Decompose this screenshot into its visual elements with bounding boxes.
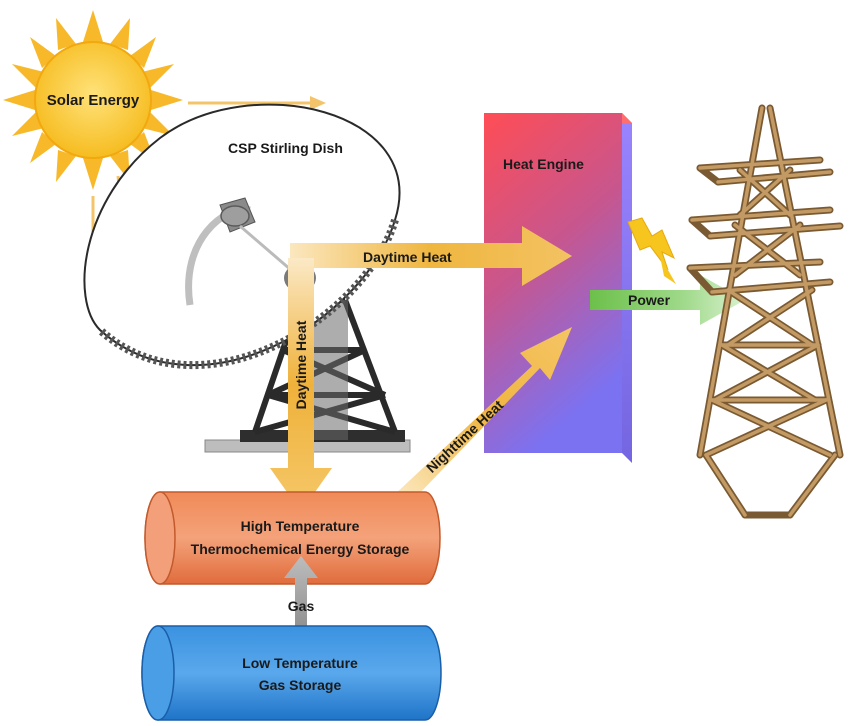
heat-engine-label: Heat Engine [503, 156, 584, 172]
low-temperature-storage-tank [141, 625, 442, 721]
daytime-heat-vertical-arrow [270, 258, 332, 512]
lightning-icon [627, 217, 676, 284]
gas-label: Gas [288, 598, 315, 614]
csp-stirling-dish-label: CSP Stirling Dish [228, 140, 343, 156]
daytime-heat-vertical-label: Daytime Heat [293, 320, 309, 409]
transmission-tower-icon [686, 104, 844, 519]
low-temp-label-line1: Low Temperature [242, 655, 358, 671]
high-temperature-storage-tank [144, 491, 441, 585]
high-temp-label-line2: Thermochemical Energy Storage [191, 541, 410, 557]
low-temp-label-line2: Gas Storage [259, 677, 342, 693]
stirling-dish-icon [83, 103, 411, 453]
high-temp-label-line1: High Temperature [241, 518, 360, 534]
daytime-heat-horizontal-label: Daytime Heat [363, 249, 452, 265]
sun-icon [3, 10, 183, 190]
gas-bidirectional-arrow [284, 556, 318, 660]
power-label: Power [628, 292, 671, 308]
daytime-heat-horizontal-arrow [290, 226, 572, 286]
solar-energy-label: Solar Energy [47, 92, 140, 109]
nighttime-heat-arrow [378, 327, 572, 522]
